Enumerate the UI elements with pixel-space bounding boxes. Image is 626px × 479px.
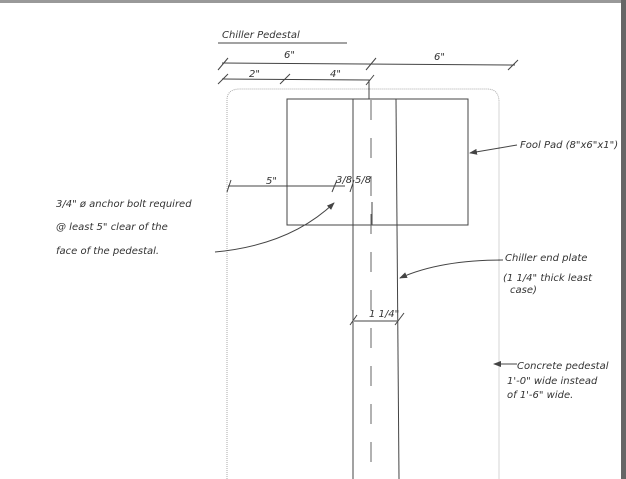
plate-leader-arrow: [399, 259, 504, 279]
anchor-note-line-2: @ least 5" clear of the: [56, 222, 168, 233]
concrete-note-line-1: Concrete pedestal: [517, 361, 609, 372]
tick: [365, 74, 375, 86]
end-plate-right-edge: [395, 98, 400, 479]
dim-top-left: 6": [284, 50, 295, 61]
tick: [226, 179, 232, 193]
pad-leader-arrow: [469, 144, 518, 155]
dim-bolt-offset: 5": [266, 176, 277, 187]
tick: [279, 73, 291, 85]
plate-note-line-1: Chiller end plate: [505, 253, 587, 264]
tick: [394, 312, 405, 326]
tick: [217, 57, 229, 71]
tick: [349, 179, 355, 193]
dim-sub-right: 4": [330, 69, 341, 80]
dim-plate-width: 1 1/4": [369, 309, 399, 320]
dim-bolt-small-2: 5/8: [355, 175, 371, 186]
concrete-note-line-2: 1'-0" wide instead: [507, 376, 598, 387]
anchor-leader-arrow: [214, 202, 335, 253]
anchor-note-line-3: face of the pedestal.: [56, 246, 159, 257]
dim-sub-left: 2": [249, 69, 260, 80]
plate-note-line-2: (1 1/4" thick least: [503, 273, 593, 284]
tick: [217, 73, 229, 85]
concrete-pedestal-outline: [226, 88, 500, 479]
tick: [365, 57, 377, 71]
tick: [349, 314, 358, 326]
concrete-note-line-3: of 1'-6" wide.: [507, 390, 573, 401]
dimension-line-sub: [221, 78, 371, 81]
scan-top-edge: [0, 0, 626, 3]
anchor-note-line-1: 3/4" ø anchor bolt required: [56, 199, 192, 210]
foot-pad: [286, 98, 469, 226]
tick: [507, 59, 519, 71]
plate-note-line-3: case): [510, 285, 537, 296]
dim-bolt-small-1: 3/8: [336, 175, 352, 186]
scan-right-edge: [621, 0, 626, 479]
dim-top-right: 6": [434, 52, 445, 63]
dimension-line-top: [221, 62, 516, 66]
pad-note: Fool Pad (8"x6"x1"): [520, 140, 618, 151]
tick: [331, 179, 338, 193]
drawing-title: Chiller Pedestal: [222, 30, 300, 41]
